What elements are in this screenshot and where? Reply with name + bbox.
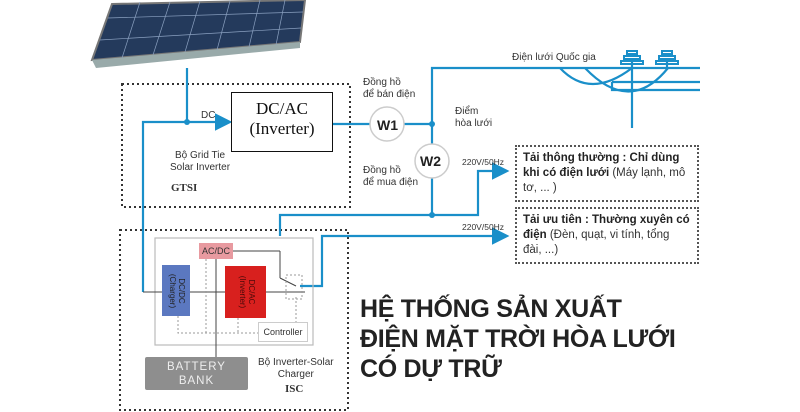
national-grid-label: Điện lưới Quốc gia bbox=[512, 52, 596, 63]
junction-line1: Điểm bbox=[455, 106, 479, 117]
isc-dc-ac-box: DC/AC(Inverter) bbox=[225, 266, 266, 318]
meter-w1 bbox=[369, 106, 405, 142]
junction-dots bbox=[184, 119, 435, 218]
inverter-label-2: (Inverter) bbox=[249, 119, 315, 138]
gtsi-name-line1: Bộ Grid Tie bbox=[175, 150, 226, 161]
dc-label: DC bbox=[201, 110, 216, 121]
normal-load-title: Tải thông thường : Chỉ dùng khi có điện … bbox=[523, 152, 680, 179]
priority-load-title: Tải ưu tiên : Thường xuyên có điện bbox=[523, 214, 690, 241]
normal-load-box: Tải thông thường : Chỉ dùng khi có điện … bbox=[515, 145, 699, 202]
buy-line1: Đồng hồ bbox=[363, 165, 401, 176]
dc-ac-inverter-box: DC/AC (Inverter) bbox=[231, 92, 333, 152]
normal-load-examples: (Máy lạnh, mô tơ, ... ) bbox=[523, 166, 686, 194]
gtsi-boundary bbox=[121, 83, 351, 208]
sell-line1: Đồng hồ bbox=[363, 77, 401, 88]
priority-load-examples: (Đèn, quạt, vi tính, tổng đài, ...) bbox=[523, 228, 670, 256]
diagram-title: HỆ THỐNG SẢN XUẤT ĐIỆN MẶT TRỜI HÒA LƯỚI… bbox=[360, 294, 676, 384]
dcac-line1: DC/AC bbox=[246, 279, 256, 305]
utility-pole-icon bbox=[620, 50, 679, 65]
dcdc-line2: (Charger) bbox=[168, 273, 177, 308]
w1-label: W1 bbox=[377, 117, 398, 133]
w2-label: W2 bbox=[420, 153, 441, 169]
isc-boundary bbox=[119, 229, 349, 411]
gtsi-code: GTSI bbox=[171, 182, 198, 194]
controller-box: Controller bbox=[258, 322, 308, 342]
battery-bank: BATTERY BANK bbox=[145, 357, 248, 390]
output-voltage-2: 220V/50Hz bbox=[462, 222, 505, 232]
solar-panel-icon bbox=[90, 0, 307, 68]
dcac-line2: (Inverter) bbox=[237, 275, 247, 309]
isc-name-line2: Charger bbox=[277, 369, 314, 380]
battery-line1: BATTERY bbox=[167, 361, 226, 373]
junction-line2: hòa lưới bbox=[455, 118, 493, 129]
isc-name-line1: Bộ Inverter-Solar bbox=[258, 357, 334, 368]
dc-dc-charger-box: DC/DC(Charger) bbox=[162, 265, 190, 316]
inverter-label-1: DC/AC bbox=[256, 99, 308, 118]
buy-line2: để mua điện bbox=[363, 177, 419, 188]
title-line1: HỆ THỐNG SẢN XUẤT bbox=[360, 295, 622, 323]
meter-w2 bbox=[414, 143, 450, 179]
dcdc-line1: DC/DC bbox=[176, 277, 186, 304]
title-line3: CÓ DỰ TRỮ bbox=[360, 355, 502, 383]
title-line2: ĐIỆN MẶT TRỜI HÒA LƯỚI bbox=[360, 325, 676, 353]
gtsi-name-line2: Solar Inverter bbox=[170, 162, 231, 173]
gtsi-name: Bộ Grid Tie Solar Inverter bbox=[170, 150, 230, 174]
battery-line2: BANK bbox=[178, 375, 215, 387]
output-voltage-1: 220V/50Hz bbox=[462, 157, 505, 167]
sell-line2: để bán điện bbox=[363, 89, 416, 100]
ac-dc-box: AC/DC bbox=[199, 243, 233, 259]
isc-code: ISC bbox=[285, 383, 304, 395]
priority-load-box: Tải ưu tiên : Thường xuyên có điện (Đèn,… bbox=[515, 207, 699, 264]
